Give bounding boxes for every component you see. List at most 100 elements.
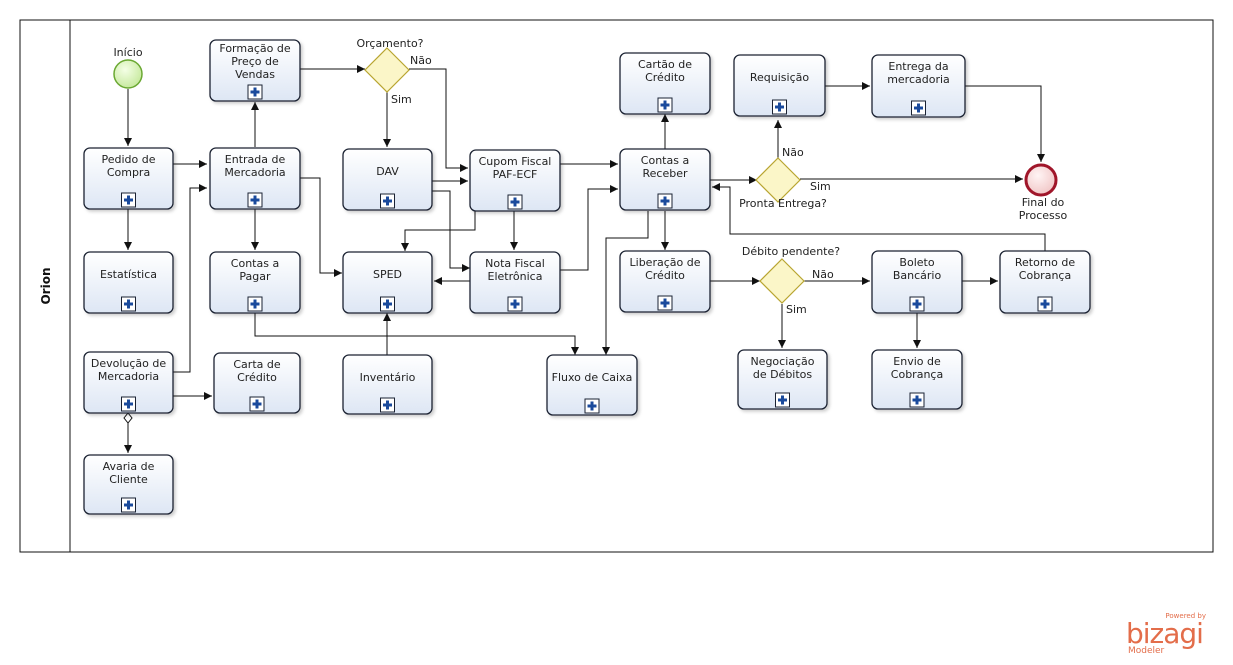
flow-labels: Não Sim Não Sim Não Sim [391, 54, 834, 316]
task-label: Inventário [360, 371, 416, 384]
subprocess-plus-icon[interactable] [909, 296, 925, 312]
task-box [83, 147, 174, 210]
start-event-label: Início [113, 46, 142, 59]
subprocess-plus-icon[interactable] [1037, 296, 1053, 312]
subprocess-plus-icon[interactable] [909, 392, 925, 408]
task-box [83, 454, 174, 515]
task-box [83, 251, 174, 314]
task-estatistica[interactable]: Estatística [83, 251, 174, 314]
task-box [342, 148, 433, 211]
task-inventario[interactable]: Inventário [342, 354, 433, 415]
subprocess-plus-icon[interactable] [507, 296, 523, 312]
task-sped[interactable]: SPED [342, 251, 433, 314]
subprocess-plus-icon[interactable] [657, 295, 673, 311]
flow-entrada-sped [300, 177, 342, 277]
start-event[interactable]: Início [113, 46, 143, 89]
task-box [209, 251, 301, 314]
subprocess-plus-icon[interactable] [249, 396, 265, 412]
subprocess-plus-icon[interactable] [657, 193, 673, 209]
gateway-debito-label: Débito pendente? [742, 245, 840, 258]
task-box [83, 351, 174, 414]
task-box [469, 149, 561, 212]
subprocess-plus-icon[interactable] [380, 193, 395, 209]
task-box [999, 250, 1091, 314]
task-box [737, 349, 828, 410]
task-box [619, 52, 711, 115]
orcamento-nao-label: Não [410, 54, 432, 67]
gateway-orcamento[interactable]: Orçamento? [356, 37, 424, 93]
flow-cupom-sped [401, 211, 476, 251]
task-box [871, 54, 966, 118]
subprocess-plus-icon[interactable] [247, 192, 263, 208]
subprocess-plus-icon[interactable] [584, 398, 600, 414]
flow-orcamento-nao-cupom [409, 68, 468, 172]
gateway-orcamento-label: Orçamento? [356, 37, 423, 50]
subprocess-plus-icon[interactable] [247, 84, 263, 100]
flow-entrega-final [965, 85, 1045, 162]
debito-nao-label: Não [812, 268, 834, 281]
task-box [342, 251, 433, 314]
subprocess-plus-icon[interactable] [911, 100, 926, 116]
subprocess-plus-icon[interactable] [121, 396, 136, 412]
gateway-debito-pendente[interactable]: Débito pendente? [742, 245, 840, 304]
task-dav[interactable]: DAV [342, 148, 433, 211]
subprocess-plus-icon[interactable] [380, 397, 395, 413]
subprocess-plus-icon[interactable] [380, 296, 395, 312]
task-label: Estatística [100, 268, 157, 281]
task-box [213, 352, 301, 414]
task-label: SPED [373, 268, 402, 281]
bizagi-logo: bizagi [1126, 617, 1204, 650]
task-box [871, 349, 963, 410]
pronta-sim-label: Sim [810, 180, 831, 193]
task-fluxo-de-caixa[interactable]: Fluxo de Caixa [546, 354, 638, 416]
subprocess-plus-icon[interactable] [247, 296, 263, 312]
subprocess-plus-icon[interactable] [121, 192, 136, 208]
subprocess-plus-icon[interactable] [507, 194, 523, 210]
powered-by-text: Powered by [1165, 612, 1206, 620]
subprocess-plus-icon[interactable] [121, 497, 136, 513]
task-box [871, 250, 963, 314]
task-requisicao[interactable]: Requisição [733, 54, 826, 117]
task-box [209, 147, 301, 210]
subprocess-plus-icon[interactable] [657, 97, 673, 113]
subprocess-plus-icon[interactable] [121, 296, 136, 312]
subprocess-plus-icon[interactable] [775, 392, 790, 408]
debito-sim-label: Sim [786, 303, 807, 316]
gateway-pronta-entrega[interactable]: Pronta Entrega? [739, 157, 827, 210]
gateway-pronta-label: Pronta Entrega? [739, 197, 827, 210]
subprocess-plus-icon[interactable] [772, 99, 787, 115]
flow-retorno-contasreceber [712, 183, 1046, 251]
flow-contaspagar-fluxo [254, 313, 579, 355]
